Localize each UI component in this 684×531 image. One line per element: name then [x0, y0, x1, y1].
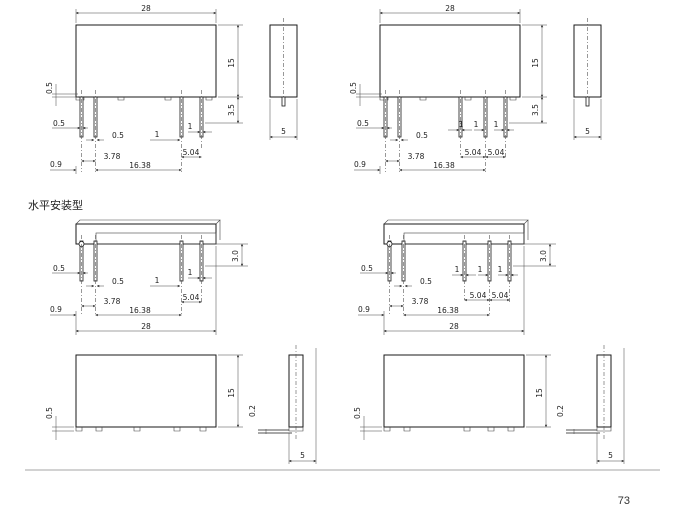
- pitch-b-dimension: 16.38: [437, 306, 459, 315]
- vertical-mount-front-view-left: 28 15 3.5 0.5 0.5 0.5 1 1 5.04 3.78: [45, 4, 243, 174]
- height-dimension: 15: [535, 388, 544, 398]
- pin-pitch-dimension-2: 1: [478, 265, 483, 274]
- edge-offset-dimension: 0.9: [50, 160, 62, 169]
- pin-pitch-dimension: 1: [455, 265, 460, 274]
- height-dimension: 15: [227, 388, 236, 398]
- pin-protrusion-dimension: 3.5: [227, 104, 236, 116]
- edge-offset-dimension: 0.9: [358, 305, 370, 314]
- base-gap-dimension: 0.2: [556, 405, 565, 417]
- horizontal-mount-side-view-right: 0.2 5: [556, 345, 625, 464]
- pitch-c-dimension: 5.04: [183, 148, 200, 157]
- pin-gap-dimension: 0.5: [420, 277, 432, 286]
- vertical-mount-side-view-left: 5: [269, 18, 298, 140]
- horizontal-mount-top-view-left: 3.0 0.5 0.5 1 1 5.04 3.78 0.9 16.38 28: [50, 219, 248, 335]
- length-dimension: 28: [445, 4, 455, 13]
- vertical-mount-front-view-right: 28 15 3.5 0.5 0.5 0.5 1 1 1 5.04 5.04 3.…: [349, 4, 547, 174]
- page-number: 73: [618, 495, 630, 507]
- base-gap-dimension: 0.2: [248, 405, 257, 417]
- pin-gap-dimension: 0.5: [112, 277, 124, 286]
- pitch-c-dimension-2: 5.04: [492, 291, 509, 300]
- pitch-b-dimension: 16.38: [433, 161, 455, 170]
- horizontal-mount-front-view-left: 15 0.5: [45, 354, 243, 440]
- edge-offset-dimension: 0.9: [354, 160, 366, 169]
- pin-pitch-dimension: 1: [155, 130, 160, 139]
- pitch-a-dimension: 3.78: [408, 152, 425, 161]
- pitch-a-dimension: 3.78: [104, 297, 121, 306]
- height-dimension: 15: [227, 58, 236, 68]
- length-dimension: 28: [141, 4, 151, 13]
- pitch-c-dimension: 5.04: [465, 148, 482, 157]
- pin-pitch-small-dimension: 1: [188, 268, 193, 277]
- base-offset-dimension: 0.5: [353, 407, 362, 419]
- pitch-b-dimension: 16.38: [129, 306, 151, 315]
- pin-offset-dimension: 0.5: [45, 82, 54, 94]
- pin-thickness-dimension: 0.5: [53, 119, 65, 128]
- pin-protrusion-dimension: 3.5: [531, 104, 540, 116]
- pin-pitch-small-dimension: 1: [188, 122, 193, 131]
- pitch-c-dimension-2: 5.04: [488, 148, 505, 157]
- pin-pitch-dimension: 1: [155, 276, 160, 285]
- pitch-a-dimension: 3.78: [104, 152, 121, 161]
- pin-protrusion-horizontal-dimension: 3.0: [539, 250, 548, 262]
- horizontal-mount-top-view-right: 3.0 0.5 0.5 1 1 1 5.04 5.04 3.78 0.9 16.…: [358, 219, 556, 335]
- height-dimension: 15: [531, 58, 540, 68]
- pin-thickness-dimension: 0.5: [53, 264, 65, 273]
- pin-offset-dimension: 0.5: [349, 82, 358, 94]
- pin-pitch-dimension-2: 1: [474, 120, 479, 129]
- pin-thickness-dimension: 0.5: [361, 264, 373, 273]
- pitch-b-dimension: 16.38: [129, 161, 151, 170]
- base-offset-dimension: 0.5: [45, 407, 54, 419]
- pin-gap-dimension: 0.5: [416, 131, 428, 140]
- pin-gap-dimension: 0.5: [112, 131, 124, 140]
- pitch-c-dimension: 5.04: [470, 291, 487, 300]
- pitch-c-dimension: 5.04: [183, 293, 200, 302]
- edge-offset-dimension: 0.9: [50, 305, 62, 314]
- width-dimension: 5: [585, 127, 590, 136]
- width-dimension: 5: [608, 451, 613, 460]
- horizontal-mount-front-view-right: 15 0.5: [353, 354, 551, 440]
- width-dimension: 5: [300, 451, 305, 460]
- width-dimension: 5: [281, 127, 286, 136]
- pin-protrusion-horizontal-dimension: 3.0: [231, 250, 240, 262]
- horizontal-mount-side-view-left: 0.2 5: [248, 345, 317, 464]
- pin-pitch-dimension: 1: [459, 120, 464, 129]
- pin-pitch-small-dimension: 1: [494, 120, 499, 129]
- section-title: 水平安装型: [28, 198, 83, 212]
- pitch-a-dimension: 3.78: [412, 297, 429, 306]
- length-dimension: 28: [141, 322, 151, 331]
- pin-thickness-dimension: 0.5: [357, 119, 369, 128]
- vertical-mount-side-view-right: 5: [573, 18, 602, 140]
- pin-pitch-small-dimension: 1: [498, 265, 503, 274]
- length-dimension: 28: [449, 322, 459, 331]
